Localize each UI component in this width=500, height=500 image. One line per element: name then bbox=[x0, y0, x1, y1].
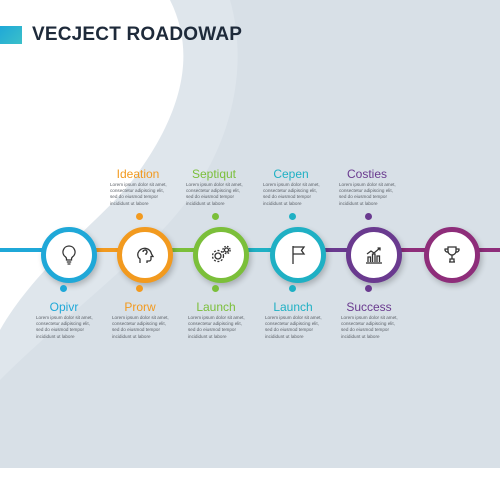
stage-title: Launch bbox=[273, 300, 313, 314]
connector-dot bbox=[136, 213, 143, 220]
stage-title: Prorw bbox=[124, 300, 156, 314]
trophy-icon bbox=[444, 246, 460, 263]
flag-icon bbox=[292, 246, 306, 264]
lightbulb-icon bbox=[62, 245, 76, 265]
connector-dot bbox=[289, 213, 296, 220]
stage-description: Lorem ipsum dolor sit amet,consectetur a… bbox=[186, 182, 243, 206]
timeline-segment bbox=[65, 248, 140, 252]
stage-title: Launch bbox=[196, 300, 236, 314]
stage-node-1 bbox=[41, 227, 97, 283]
stage-description: Lorem ipsum dolor sit amet,consectetur a… bbox=[188, 315, 245, 339]
connector-dot bbox=[365, 213, 372, 220]
connector-dot bbox=[365, 285, 372, 292]
stage-title: Opivr bbox=[49, 300, 79, 314]
timeline-segment bbox=[293, 248, 369, 252]
stage-node-2 bbox=[117, 227, 173, 283]
timeline-segment bbox=[140, 248, 216, 252]
connector-dot bbox=[289, 285, 296, 292]
stage-description: Lorem ipsum dolor sit amet,consectetur a… bbox=[265, 315, 322, 339]
stage-description: Lorem ipsum dolor sit amet,consectetur a… bbox=[263, 182, 320, 206]
timeline-segment bbox=[216, 248, 293, 252]
stage-title: Cepen bbox=[273, 167, 309, 181]
stage-node-5 bbox=[346, 227, 402, 283]
connector-dot bbox=[136, 285, 143, 292]
footer-stripe bbox=[0, 468, 500, 500]
connector-dot bbox=[212, 213, 219, 220]
stage-node-6 bbox=[424, 227, 480, 283]
stage-description: Lorem ipsum dolor sit amet,consectetur a… bbox=[339, 182, 396, 206]
stage-node-3 bbox=[193, 227, 249, 283]
bar-chart-icon bbox=[366, 247, 382, 264]
title-accent-bar bbox=[0, 26, 22, 44]
stage-description: Lorem ipsum dolor sit amet,consectetur a… bbox=[341, 315, 398, 339]
stage-title: Ideation bbox=[116, 167, 160, 181]
connector-dot bbox=[212, 285, 219, 292]
gears-icon bbox=[211, 245, 231, 263]
head-icon bbox=[137, 247, 155, 263]
page-title: VECJECT ROADOWAP bbox=[32, 24, 243, 45]
connector-dot bbox=[60, 285, 67, 292]
stage-title: Septiqut bbox=[191, 167, 237, 181]
stage-description: Lorem ipsum dolor sit amet,consectetur a… bbox=[110, 182, 167, 206]
stage-description: Lorem ipsum dolor sit amet,consectetur a… bbox=[36, 315, 93, 339]
stage-node-4 bbox=[270, 227, 326, 283]
stage-title: Success bbox=[346, 300, 392, 314]
stage-title: Costies bbox=[346, 167, 387, 181]
timeline-segment bbox=[0, 248, 65, 252]
stage-description: Lorem ipsum dolor sit amet,consectetur a… bbox=[112, 315, 169, 339]
